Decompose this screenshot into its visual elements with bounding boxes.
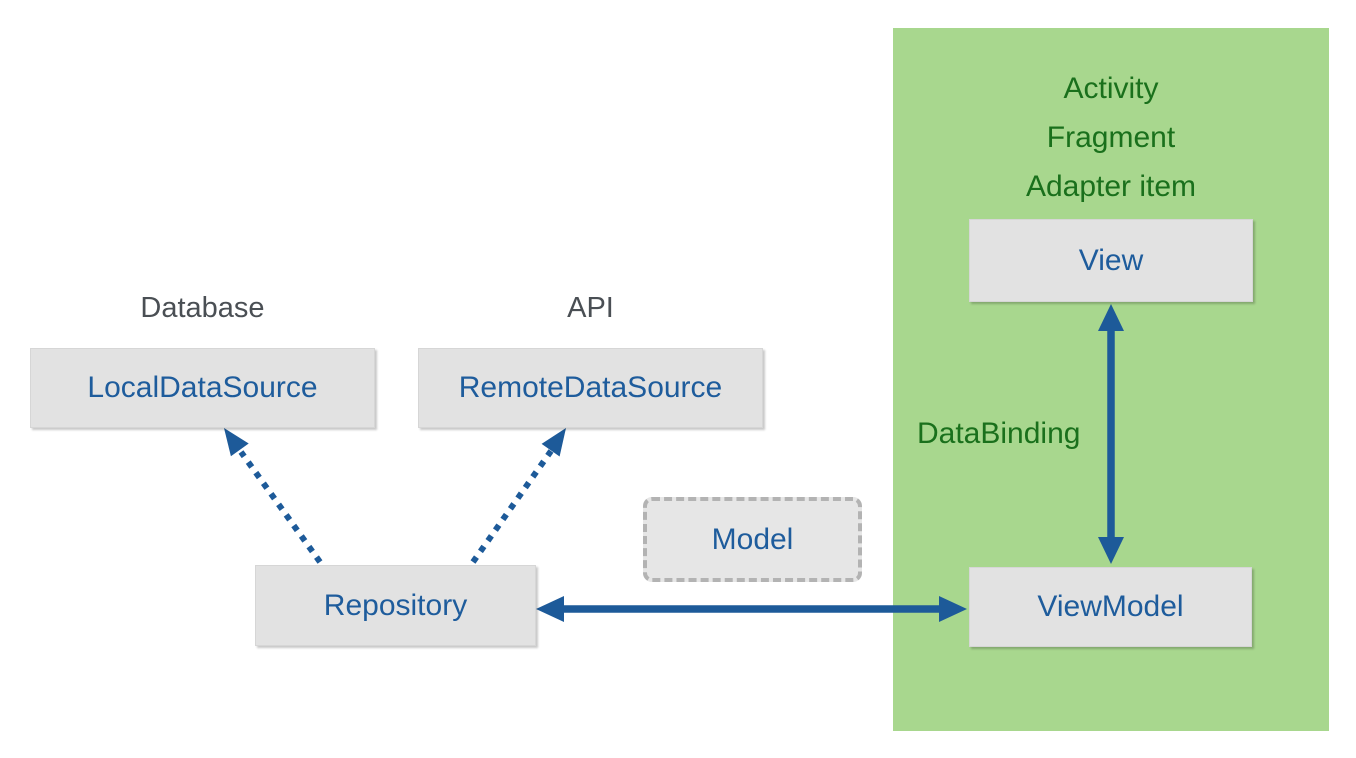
node-remotedatasource-label: RemoteDataSource <box>458 371 723 404</box>
node-remotedatasource: RemoteDataSource <box>418 348 763 428</box>
api-label: API <box>567 292 614 324</box>
node-viewmodel: ViewModel <box>969 567 1252 647</box>
ui-layer-caption: Activity Fragment Adapter item <box>893 64 1329 211</box>
node-localdatasource-label: LocalDataSource <box>87 371 318 404</box>
databinding-label: DataBinding <box>917 417 1081 450</box>
node-viewmodel-label: ViewModel <box>1037 590 1184 623</box>
node-view-label: View <box>1078 243 1144 277</box>
ui-layer-caption-line: Activity <box>1063 72 1159 105</box>
edge-repository-remotedatasource <box>470 428 566 564</box>
node-localdatasource: LocalDataSource <box>30 348 375 428</box>
node-repository: Repository <box>255 565 536 646</box>
node-model-label: Model <box>711 522 794 556</box>
database-label: Database <box>140 292 265 324</box>
ui-layer-caption-line: Adapter item <box>1025 170 1197 203</box>
node-repository-label: Repository <box>323 588 468 622</box>
node-model: Model <box>643 497 862 582</box>
ui-layer-caption-line: Fragment <box>1046 121 1176 154</box>
node-view: View <box>969 219 1253 302</box>
edge-repository-localdatasource <box>224 428 323 564</box>
